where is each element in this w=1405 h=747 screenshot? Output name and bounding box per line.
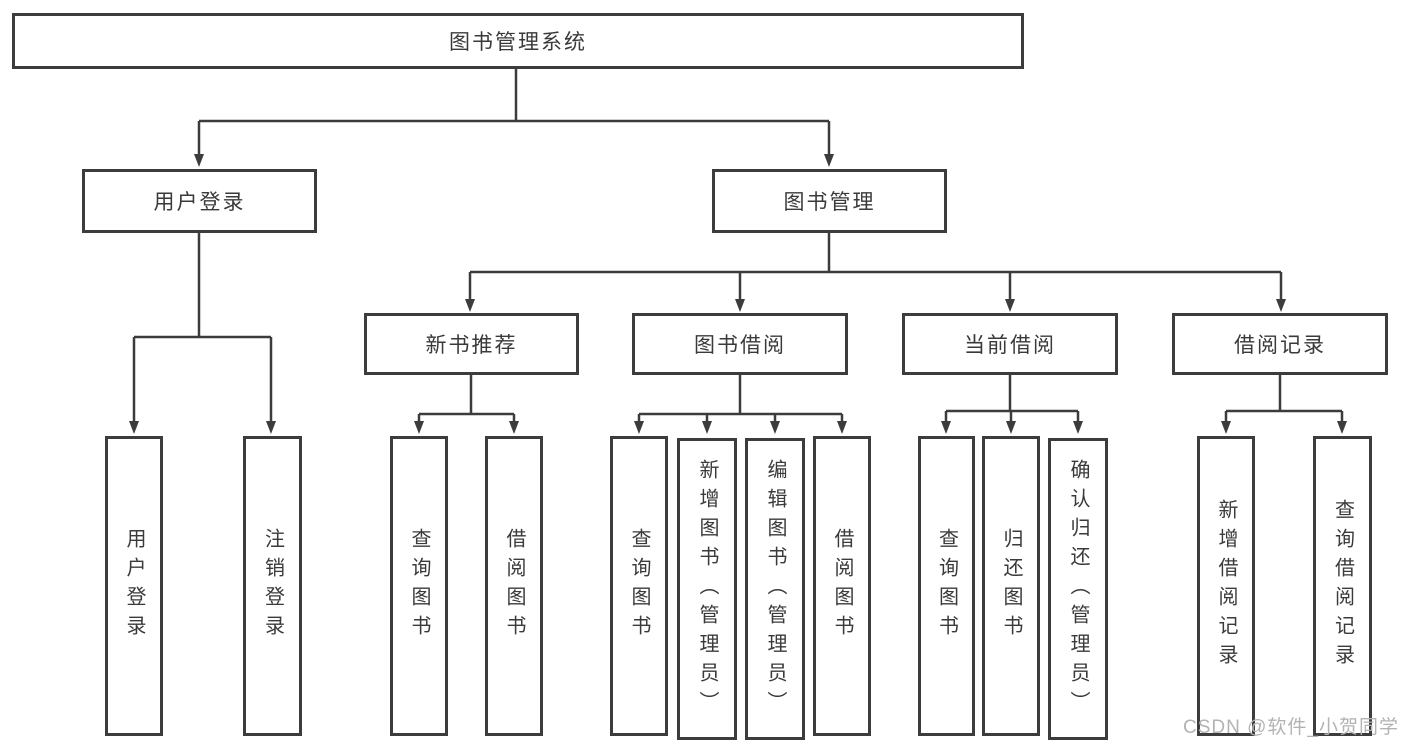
leaf-label: 借阅图书 [503, 528, 525, 644]
node-new-book-recommend: 新书推荐 [364, 313, 579, 375]
leaf-add-borrow-record: 新增借阅记录 [1197, 436, 1255, 736]
leaf-label: 归还图书 [1000, 528, 1022, 644]
leaf-edit-books-admin: 编辑图书（管理员） [745, 438, 805, 740]
leaf-label: 新增图书（管理员） [696, 458, 718, 720]
leaf-label: 查询图书 [628, 528, 650, 644]
node-current-borrow: 当前借阅 [902, 313, 1118, 375]
leaf-label: 查询图书 [408, 528, 430, 644]
csdn-watermark: CSDN @软件_小贺同学 [1183, 717, 1399, 738]
leaf-label: 确认归还（管理员） [1067, 458, 1089, 720]
leaf-label: 查询图书 [935, 528, 958, 644]
leaf-user-login: 用户登录 [105, 436, 163, 736]
leaf-query-books-current: 查询图书 [918, 436, 975, 736]
leaf-label: 查询借阅记录 [1331, 499, 1354, 673]
leaf-label: 编辑图书（管理员） [764, 458, 786, 720]
leaf-confirm-return-admin: 确认归还（管理员） [1048, 438, 1108, 740]
leaf-label: 借阅图书 [831, 528, 853, 644]
node-user-login: 用户登录 [82, 169, 317, 233]
leaf-borrow-books-recommend: 借阅图书 [485, 436, 543, 736]
node-borrow-records: 借阅记录 [1172, 313, 1388, 375]
leaf-return-books: 归还图书 [982, 436, 1040, 736]
leaf-query-books-recommend: 查询图书 [390, 436, 448, 736]
leaf-label: 用户登录 [123, 528, 145, 644]
leaf-query-books-borrow: 查询图书 [610, 436, 668, 736]
node-book-borrow: 图书借阅 [632, 313, 848, 375]
node-book-management: 图书管理 [712, 169, 947, 233]
node-root-library-system: 图书管理系统 [12, 13, 1024, 69]
leaf-borrow-books: 借阅图书 [813, 436, 871, 736]
leaf-query-borrow-record: 查询借阅记录 [1313, 436, 1372, 736]
leaf-label: 新增借阅记录 [1215, 499, 1237, 673]
leaf-add-books-admin: 新增图书（管理员） [677, 438, 737, 740]
leaf-label: 注销登录 [261, 528, 284, 644]
leaf-logout: 注销登录 [243, 436, 302, 736]
